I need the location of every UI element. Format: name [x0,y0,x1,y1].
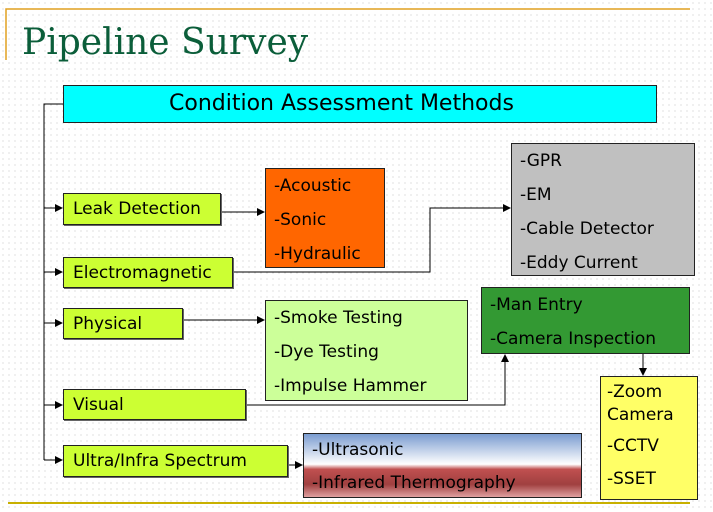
method: -SSET [607,469,656,489]
method: -Zoom Camera [607,382,674,425]
method: -Camera Inspection [490,329,657,349]
visual-methods-box: -Man Entry -Camera Inspection [481,287,690,354]
method: -GPR [520,151,562,171]
physical-methods-box: -Smoke Testing -Dye Testing -Impulse Ham… [265,300,468,401]
em-methods-box: -GPR -EM -Cable Detector -Eddy Current [511,143,695,276]
method: -Acoustic [274,176,352,196]
method: -Ultrasonic [312,440,404,460]
category-visual: Visual [63,389,246,420]
method: -Dye Testing [274,342,379,362]
method: -EM [520,185,552,205]
method: -Infrared Thermography [312,473,516,493]
method: -Impulse Hammer [274,376,427,396]
method: -Hydraulic [274,244,361,264]
method: -Cable Detector [520,219,654,239]
slide-title: Pipeline Survey [22,22,309,63]
method: -Man Entry [490,295,583,315]
category-electromagnetic: Electromagnetic [63,257,233,288]
category-leak-detection: Leak Detection [63,193,221,225]
camera-methods-box: -Zoom Camera -CCTV -SSET [600,376,698,500]
header-box: Condition Assessment Methods [63,85,657,123]
method: -Sonic [274,210,327,230]
method: -CCTV [607,436,659,456]
category-ultra-infra-spectrum: Ultra/Infra Spectrum [63,445,288,477]
leak-methods-box: -Acoustic -Sonic -Hydraulic [265,168,385,268]
method: -Smoke Testing [274,308,403,328]
spectrum-methods-box: -Ultrasonic -Infrared Thermography [303,433,582,498]
category-physical: Physical [63,308,183,339]
method: -Eddy Current [520,253,638,273]
